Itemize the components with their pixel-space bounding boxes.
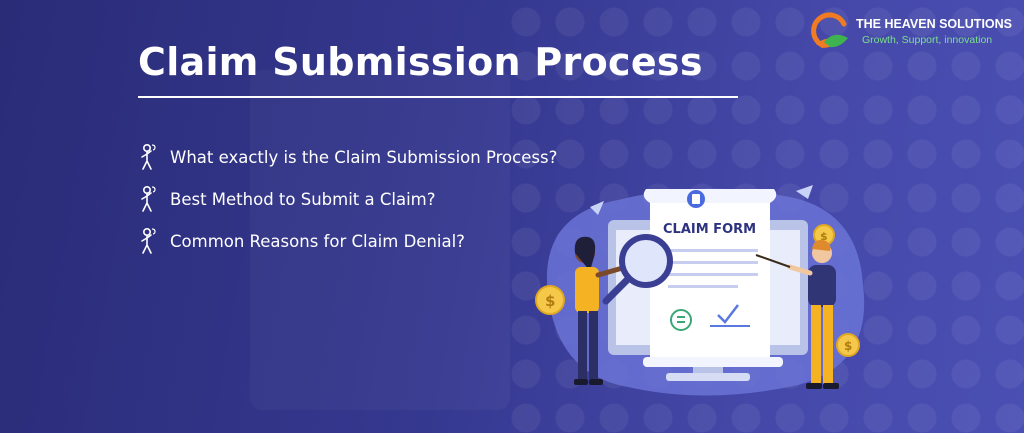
stamp-mark [677,316,685,323]
logo-text: THE HEAVEN SOLUTIONS Growth, Support, in… [856,12,1012,46]
thinking-person-icon [141,143,156,170]
bullet-list: What exactly is the Claim Submission Pro… [136,136,557,262]
bullet-text: What exactly is the Claim Submission Pro… [170,147,558,167]
claim-form-illustration: CLAIM FORM $ $ $ [535,185,865,396]
bullet-text: Best Method to Submit a Claim? [170,189,436,209]
paper-plane-icon [796,185,813,199]
logo-tagline: Growth, Support, innovation [861,34,993,46]
man-figure [755,240,839,389]
list-item: What exactly is the Claim Submission Pro… [136,136,557,178]
list-item: Common Reasons for Claim Denial? [136,220,557,262]
dollar-coin [836,333,860,357]
paper-plane-icon [590,201,604,215]
claim-form-paper [650,203,770,363]
paper-bottom-curl [643,357,783,367]
checkmark-icon [717,304,739,324]
coin-symbol: $ [820,230,828,243]
logo-name: THE HEAVEN SOLUTIONS [855,17,1012,31]
magnifying-glass-icon [602,234,673,305]
list-item: Best Method to Submit a Claim? [136,178,557,220]
thinking-person-icon [141,227,156,254]
coin-symbol: $ [545,292,555,310]
signature-line [710,325,750,327]
dollar-coin [535,285,565,315]
paper-curl [643,189,777,203]
claim-form-title: CLAIM FORM [663,222,756,237]
form-line [668,273,758,276]
form-line [668,249,758,252]
thinking-person-icon [141,185,156,212]
woman-figure [574,236,629,385]
coin-symbol: $ [844,339,852,353]
stamp-circle [670,309,692,331]
bullet-text: Common Reasons for Claim Denial? [170,231,465,251]
monitor-base [666,373,750,381]
form-line [668,261,758,264]
title-underline [138,96,738,98]
form-line [668,285,738,288]
page-title: Claim Submission Process [138,40,703,84]
handshake-logo-icon [811,12,848,48]
company-logo: THE HEAVEN SOLUTIONS Growth, Support, in… [810,12,1012,52]
